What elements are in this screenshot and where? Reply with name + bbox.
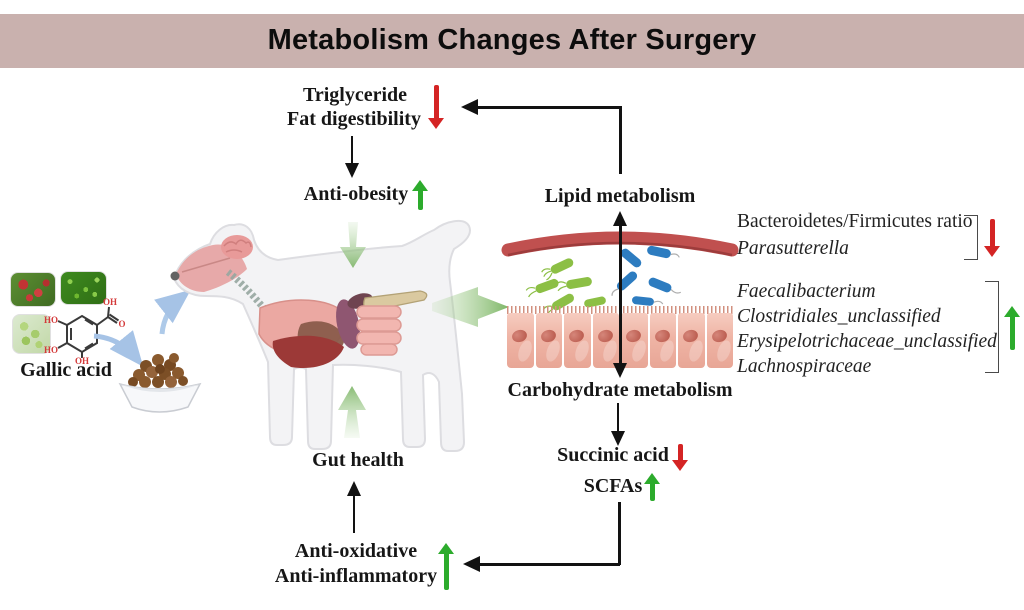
connector-antioxidative-to-guthealth bbox=[353, 495, 356, 533]
epithelial-cell bbox=[564, 313, 591, 368]
anti-oxidative-increase-arrow bbox=[438, 543, 454, 590]
svg-text:HO: HO bbox=[44, 345, 58, 355]
decreased-taxa-bracket bbox=[964, 215, 978, 260]
arrowhead-down-carbohydrate bbox=[613, 363, 627, 378]
svg-text:O: O bbox=[118, 319, 125, 329]
connector-lipid-vertical bbox=[619, 106, 622, 174]
gallic-acid-label: Gallic acid bbox=[20, 359, 112, 381]
dog-nose bbox=[170, 271, 180, 281]
liver bbox=[272, 335, 344, 369]
taxon-faecalibacterium: Faecalibacterium bbox=[737, 281, 876, 302]
svg-text:OH: OH bbox=[103, 297, 117, 307]
svg-text:HO: HO bbox=[44, 315, 58, 325]
connector-lipid-to-triglyceride bbox=[478, 106, 621, 109]
anti-obesity-increase-arrow bbox=[412, 180, 428, 210]
increased-taxa-arrow bbox=[1004, 306, 1020, 350]
connector-scfas-to-antioxidative bbox=[480, 563, 620, 566]
succinic-acid-decrease-arrow bbox=[672, 444, 688, 471]
epithelial-cell bbox=[592, 313, 620, 368]
blue-bacteria-icon bbox=[611, 245, 682, 306]
decreased-taxa-arrow bbox=[984, 219, 1000, 257]
taxon-bf-ratio: Bacteroidetes/Firmicutes ratio bbox=[737, 211, 973, 232]
effect-arrow-up-icon bbox=[338, 386, 366, 438]
epithelial-cell bbox=[535, 313, 563, 368]
arrowhead-left-antioxidative bbox=[463, 556, 480, 572]
food-bowl-icon bbox=[118, 353, 202, 413]
connector-lipid-carbohydrate bbox=[619, 224, 622, 366]
epithelial-cell bbox=[706, 313, 734, 368]
gut-health-label: Gut health bbox=[312, 449, 404, 471]
diet-intake-arrows-icon bbox=[93, 289, 191, 367]
intestines bbox=[356, 305, 402, 356]
taxon-clostridiales: Clostridiales_unclassified bbox=[737, 306, 941, 327]
stomach bbox=[336, 299, 360, 349]
anti-obesity-label: Anti-obesity bbox=[303, 183, 409, 205]
triglyceride-decrease-arrow bbox=[428, 85, 444, 129]
taxon-erysipelotrichaceae: Erysipelotrichaceae_unclassified bbox=[737, 331, 997, 352]
gallic-acid-structure-icon: OH O HO HO OH bbox=[44, 297, 126, 366]
fat-digestibility-label: Fat digestibility bbox=[287, 108, 421, 130]
anti-inflammatory-label: Anti-inflammatory bbox=[274, 565, 438, 587]
effect-arrow-down-icon bbox=[340, 222, 366, 268]
connector-triglyceride-to-antiobesity bbox=[351, 136, 354, 165]
epithelial-cell bbox=[649, 313, 677, 368]
leafy-greens-photo bbox=[60, 271, 107, 305]
arrowhead-left-triglyceride bbox=[461, 99, 478, 115]
apples-photo bbox=[10, 272, 56, 307]
increased-taxa-bracket bbox=[985, 281, 999, 373]
brain-icon bbox=[221, 235, 253, 259]
arrowhead-up-guthealth bbox=[347, 481, 361, 496]
lipid-metabolism-label: Lipid metabolism bbox=[544, 185, 696, 207]
epithelial-cell bbox=[678, 313, 705, 368]
connector-scfas-vertical bbox=[618, 502, 621, 565]
intestinal-epithelium bbox=[507, 313, 734, 368]
anti-oxidative-label: Anti-oxidative bbox=[294, 540, 418, 562]
taxon-lachnospiraceae: Lachnospiraceae bbox=[737, 356, 872, 377]
epithelial-cell bbox=[507, 313, 534, 368]
dog-anatomy-illustration bbox=[170, 219, 471, 452]
scfas-increase-arrow bbox=[644, 473, 660, 501]
title-banner: Metabolism Changes After Surgery bbox=[0, 14, 1024, 68]
scfas-label: SCFAs bbox=[583, 475, 643, 497]
arrowhead-up-lipid bbox=[613, 211, 627, 226]
connector-carbohydrate-to-succinic bbox=[617, 403, 620, 433]
arrowhead-down-antiobesity bbox=[345, 163, 359, 178]
svg-text:OH: OH bbox=[75, 356, 89, 366]
triglyceride-label: Triglyceride bbox=[302, 84, 408, 106]
arrowhead-down-succinic bbox=[611, 431, 625, 446]
succinic-acid-label: Succinic acid bbox=[557, 444, 669, 466]
taxon-parasutterella: Parasutterella bbox=[737, 238, 849, 259]
grapes-photo bbox=[12, 314, 51, 354]
epithelial-cell bbox=[621, 313, 648, 368]
page-title: Metabolism Changes After Surgery bbox=[267, 23, 757, 56]
carbohydrate-metabolism-label: Carbohydrate metabolism bbox=[507, 379, 733, 401]
effect-arrow-right-icon bbox=[432, 287, 509, 327]
